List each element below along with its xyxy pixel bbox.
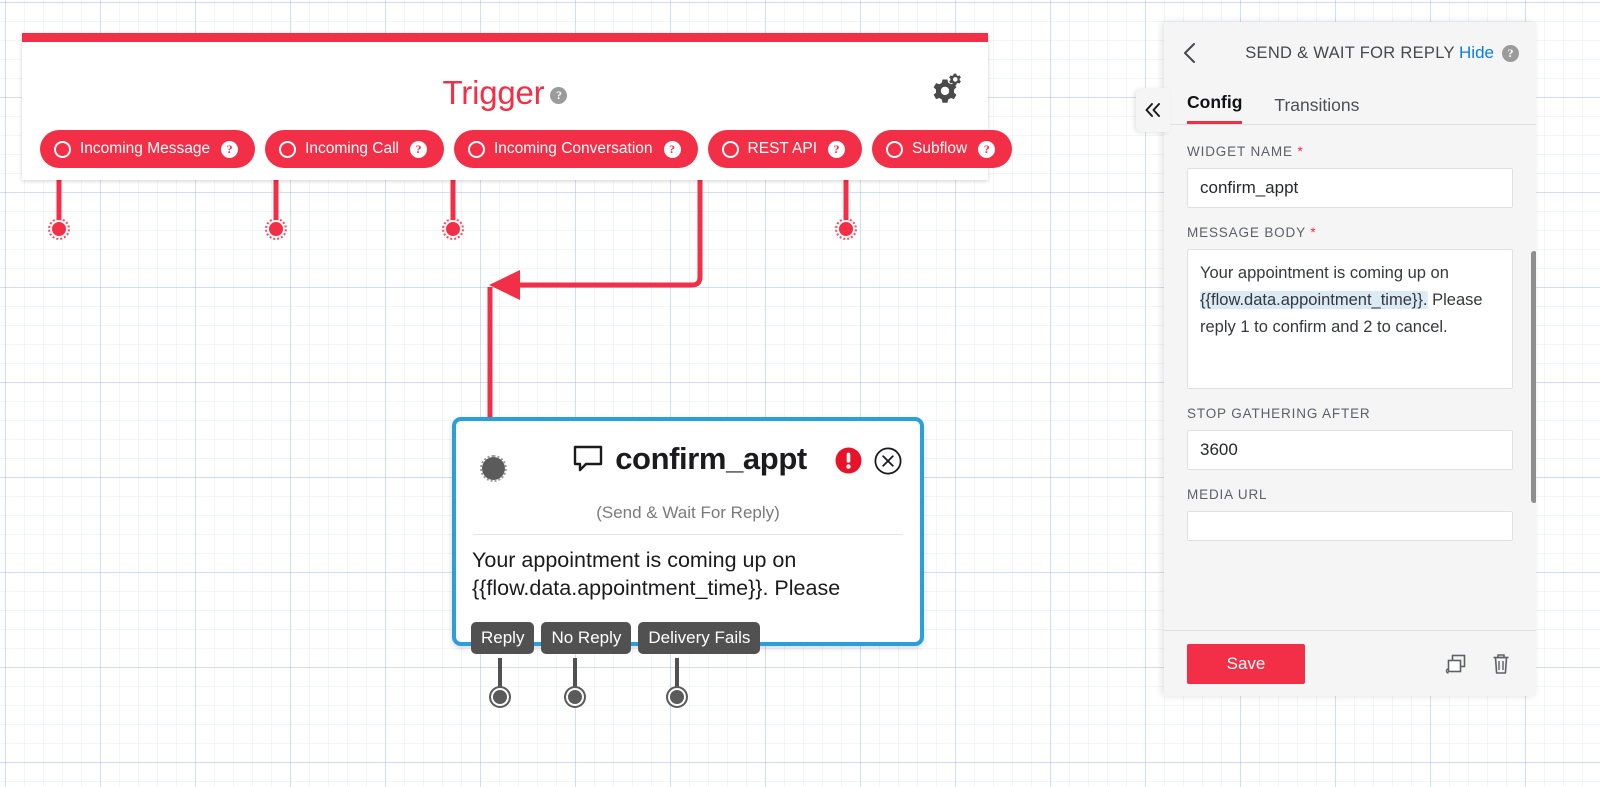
message-line-3: cancel. [1395, 318, 1448, 336]
widget-subtitle: (Send & Wait For Reply) [596, 503, 780, 522]
trigger-title-text: Trigger [442, 74, 545, 111]
pill-label: REST API [747, 140, 818, 157]
error-exclamation-icon[interactable] [835, 447, 862, 474]
connector-dot-icon [886, 140, 904, 158]
trash-icon[interactable] [1489, 652, 1513, 676]
connector-dot-icon [468, 140, 485, 158]
trigger-pill-rest-api[interactable]: REST API ? [707, 130, 863, 168]
media-url-input[interactable] [1187, 511, 1513, 541]
chat-bubble-icon [574, 445, 603, 472]
stop-gathering-after-label: STOP GATHERING AFTER [1187, 406, 1371, 421]
transition-chip-no-reply[interactable]: No Reply [541, 622, 632, 654]
widget-title-row: confirm_appt [456, 441, 920, 477]
panel-help-icon[interactable]: ? [1502, 45, 1519, 62]
trigger-endpoint-subflow[interactable] [835, 218, 857, 240]
stop-gathering-after-input[interactable]: 3600 [1187, 430, 1513, 470]
widget-input-anchor[interactable] [480, 455, 507, 482]
save-button[interactable]: Save [1187, 643, 1305, 684]
panel-collapse-button[interactable] [1136, 88, 1170, 132]
tab-transitions[interactable]: Transitions [1274, 95, 1360, 115]
widget-name-input[interactable]: confirm_appt [1187, 168, 1513, 208]
trigger-endpoint-incoming-call[interactable] [265, 218, 287, 240]
tab-config[interactable]: Config [1187, 92, 1243, 124]
trigger-pill-list: Incoming Message ? Incoming Call ? Incom… [40, 130, 1013, 168]
gear-icon[interactable] [925, 70, 963, 108]
widget-transitions-row: Reply No Reply Delivery Fails [471, 622, 761, 654]
field-stop-gathering-after: STOP GATHERING AFTER 3600 [1187, 406, 1513, 470]
transition-chip-delivery-fails[interactable]: Delivery Fails [638, 622, 761, 654]
trigger-panel: Trigger? Incoming Message ? Incoming Cal… [22, 33, 1013, 180]
help-icon[interactable]: ? [828, 140, 846, 158]
close-circle-icon[interactable] [874, 447, 902, 475]
chevron-left-icon[interactable] [1181, 42, 1199, 64]
panel-header: SEND & WAIT FOR REPLY Hide ? [1164, 22, 1536, 84]
transition-endpoint-reply[interactable] [489, 686, 511, 708]
transition-endpoint-no-reply[interactable] [564, 686, 586, 708]
pill-label: Incoming Call [305, 140, 399, 157]
connector-dot-icon [279, 140, 297, 158]
transition-endpoint-delivery-fails[interactable] [666, 686, 688, 708]
help-icon[interactable]: ? [978, 140, 996, 158]
widget-body-preview: Your appointment is coming up on {{flow.… [472, 548, 841, 600]
widget-divider [473, 534, 903, 535]
message-body-label: MESSAGE BODY * [1187, 225, 1317, 240]
panel-scrollbar[interactable] [1531, 251, 1536, 503]
widget-node-confirm-appt[interactable]: confirm_appt (Send & Wait For Reply) You… [452, 417, 924, 646]
transition-chip-reply[interactable]: Reply [471, 622, 535, 654]
panel-title: SEND & WAIT FOR REPLY [1245, 44, 1455, 62]
field-media-url: MEDIA URL [1187, 487, 1513, 541]
trigger-pill-incoming-conversation[interactable]: Incoming Conversation ? [454, 130, 698, 168]
chevron-double-left-icon [1145, 103, 1160, 117]
help-icon[interactable]: ? [221, 140, 239, 158]
widget-config-panel: SEND & WAIT FOR REPLY Hide ? Config Tran… [1164, 22, 1536, 696]
help-icon[interactable]: ? [410, 140, 427, 158]
widget-name-label: WIDGET NAME * [1187, 144, 1304, 159]
trigger-title: Trigger? [22, 69, 988, 112]
connector-dot-icon [54, 140, 71, 158]
field-widget-name: WIDGET NAME * confirm_appt [1187, 144, 1513, 208]
message-line-2: Please reply 1 to confirm and 2 to [1200, 291, 1483, 336]
trigger-header: Trigger? [22, 42, 988, 120]
connector-dot-icon [721, 140, 739, 158]
media-url-label: MEDIA URL [1187, 487, 1268, 502]
footer-icon-group [1445, 652, 1513, 676]
pill-label: Incoming Conversation [494, 140, 653, 157]
pill-label: Subflow [912, 140, 968, 157]
pill-label: Incoming Message [80, 140, 211, 157]
trigger-pill-incoming-message[interactable]: Incoming Message ? [40, 130, 256, 168]
message-body-textarea[interactable]: Your appointment is coming up on {{flow.… [1187, 249, 1513, 389]
panel-body[interactable]: WIDGET NAME * confirm_appt MESSAGE BODY … [1164, 125, 1536, 630]
trigger-help-icon[interactable]: ? [550, 69, 568, 107]
trigger-endpoint-incoming-conversation[interactable] [442, 218, 464, 240]
trigger-endpoint-incoming-message[interactable] [48, 218, 70, 240]
widget-name-label: confirm_appt [615, 441, 807, 476]
duplicate-icon[interactable] [1445, 652, 1469, 676]
message-variable-token: {{flow.data.appointment_time}}. [1200, 291, 1428, 309]
message-line-1: Your appointment is coming up on [1200, 264, 1449, 282]
help-icon[interactable]: ? [663, 140, 681, 158]
trigger-pill-subflow[interactable]: Subflow ? [872, 130, 1013, 168]
field-message-body: MESSAGE BODY * Your appointment is comin… [1187, 225, 1513, 389]
panel-footer: Save [1164, 630, 1536, 696]
panel-tabs: Config Transitions [1164, 84, 1536, 125]
trigger-pill-incoming-call[interactable]: Incoming Call ? [265, 130, 444, 168]
panel-hide-button[interactable]: Hide [1459, 43, 1494, 62]
